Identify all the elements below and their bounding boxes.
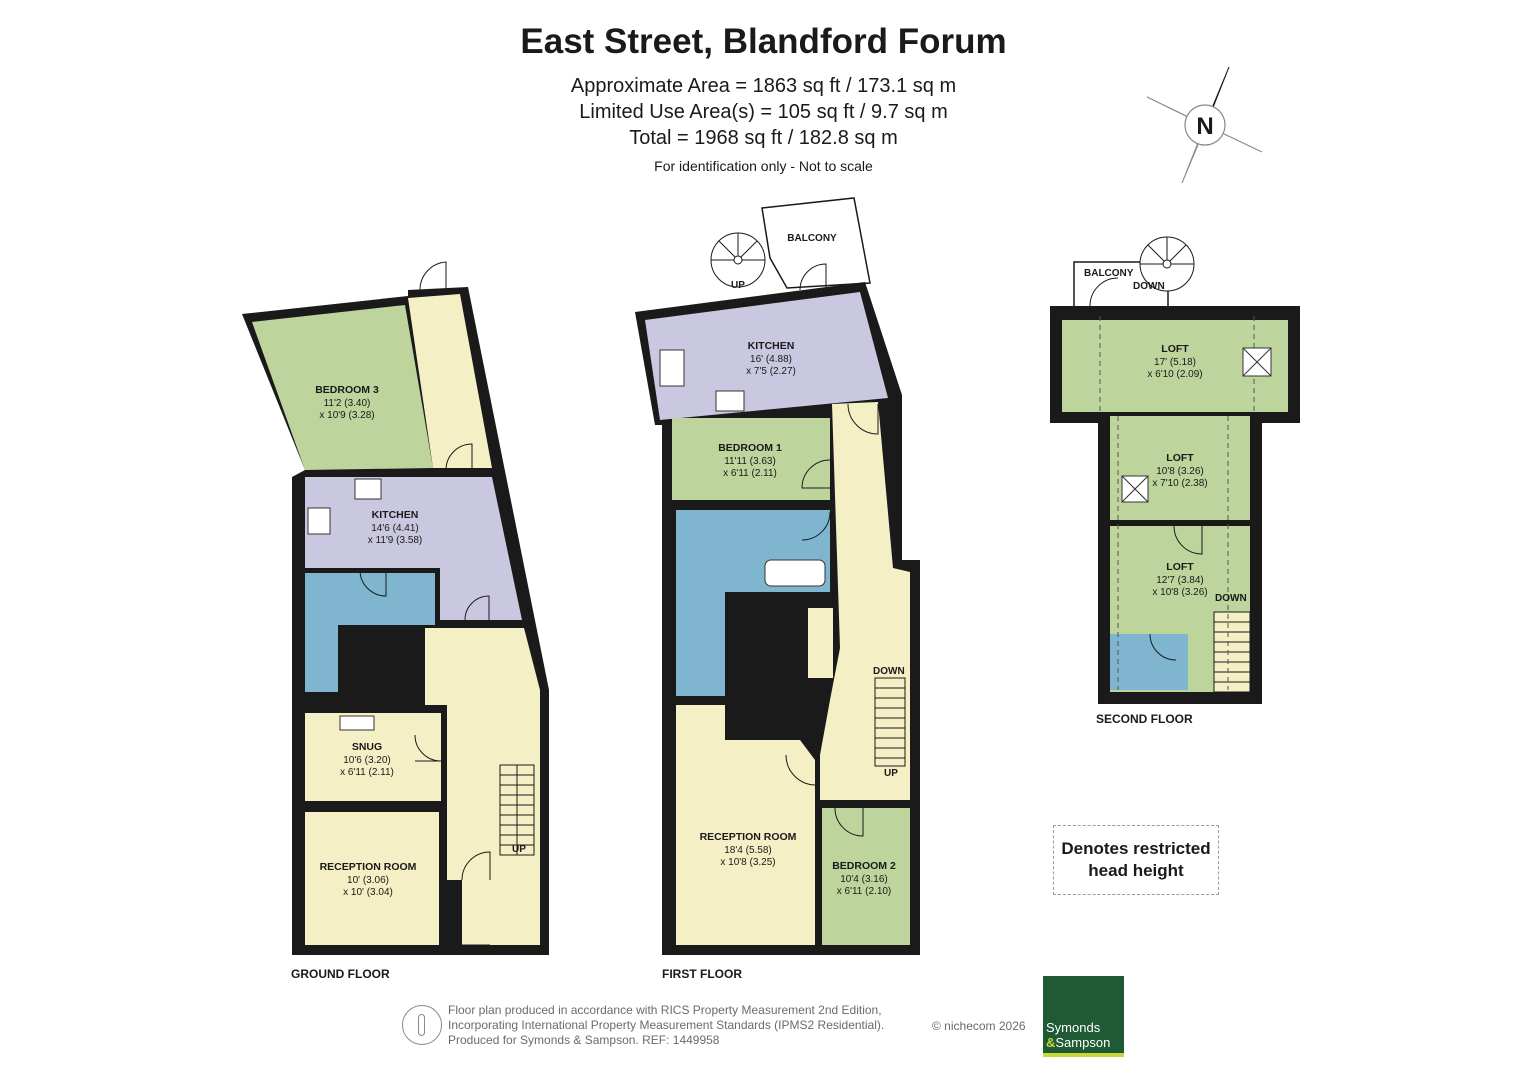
label-ground-kitchen: KITCHEN (372, 509, 419, 521)
dim-bedroom-3-a: 11'2 (3.40) (324, 398, 371, 409)
approximate-area: Approximate Area = 1863 sq ft / 173.1 sq… (570, 75, 957, 97)
dim-first-kitchen-a: 16' (4.88) (750, 354, 792, 365)
first-stair-down: DOWN (873, 666, 905, 677)
label-bedroom-3: BEDROOM 3 (315, 384, 379, 396)
person-icon (402, 1005, 442, 1045)
footer-line-2: Incorporating International Property Mea… (448, 1018, 885, 1032)
room-ground-reception (305, 812, 439, 945)
dim-snug-a: 10'6 (3.20) (343, 755, 391, 766)
dim-loft-3-b: x 10'8 (3.26) (1152, 587, 1207, 598)
dim-loft-1-a: 17' (5.18) (1154, 357, 1196, 368)
plan-title: East Street, Blandford Forum (520, 22, 1007, 61)
copyright-text: © nichecom 2026 (932, 1019, 1026, 1033)
dim-loft-2-b: x 7'10 (2.38) (1152, 478, 1207, 489)
room-first-bathroom (676, 510, 830, 696)
total-area: Total = 1968 sq ft / 182.8 sq m (629, 127, 898, 149)
room-first-corridor (820, 402, 910, 800)
label-first-kitchen: KITCHEN (748, 340, 795, 352)
logo-ampersand: & (1046, 1035, 1056, 1050)
room-bedroom-2 (822, 808, 910, 945)
footer-line-3: Produced for Symonds & Sampson. REF: 144… (448, 1033, 720, 1047)
second-stair-down: DOWN (1215, 593, 1247, 604)
legend-line-2: head height (1088, 861, 1184, 880)
dim-loft-3-a: 12'7 (3.84) (1156, 575, 1204, 586)
room-loft-2 (1110, 416, 1250, 520)
symonds-sampson-logo: Symonds &Sampson (1043, 976, 1124, 1057)
room-ground-kitchen (305, 477, 522, 620)
dim-ground-reception-a: 10' (3.06) (347, 875, 389, 886)
compass-north-label: N (1196, 113, 1213, 140)
room-first-kitchen (645, 292, 888, 420)
label-bedroom-2: BEDROOM 2 (832, 860, 896, 872)
label-bedroom-1: BEDROOM 1 (718, 442, 782, 454)
first-stair-up-top: UP (731, 280, 745, 291)
restricted-height-legend: Denotes restricted head height (1053, 825, 1219, 895)
dim-first-kitchen-b: x 7'5 (2.27) (746, 366, 796, 377)
dim-bedroom-1-a: 11'11 (3.63) (724, 456, 776, 467)
second-floor-label: SECOND FLOOR (1096, 712, 1193, 726)
dim-ground-kitchen-b: x 11'9 (3.58) (368, 535, 423, 546)
dim-loft-2-a: 10'8 (3.26) (1156, 466, 1204, 477)
ground-stair-up: UP (512, 844, 526, 855)
second-balcony-label: BALCONY (1084, 268, 1134, 279)
ground-floor-label: GROUND FLOOR (291, 967, 390, 981)
footer-text: Floor plan produced in accordance with R… (448, 1003, 884, 1048)
dim-snug-b: x 6'11 (2.11) (340, 767, 394, 778)
dim-bedroom-2-b: x 6'11 (2.10) (837, 886, 892, 897)
room-first-reception (676, 705, 815, 945)
spiral-stair-icon (710, 232, 766, 288)
dim-first-reception-b: x 10'8 (3.25) (720, 857, 775, 868)
dim-bedroom-1-b: x 6'11 (2.11) (723, 468, 777, 479)
compass-icon: N (1146, 66, 1263, 184)
second-floor-plan: BALCONY DOWN (1050, 236, 1300, 726)
second-spiral-stair-icon (1139, 236, 1195, 292)
room-bedroom-1 (672, 418, 830, 500)
room-ground-bathroom (305, 573, 435, 625)
legend-line-1: Denotes restricted (1061, 839, 1211, 858)
first-floor-plan: BALCONY UP (635, 197, 920, 981)
label-first-reception: RECEPTION ROOM (700, 831, 797, 843)
first-balcony-label: BALCONY (787, 233, 837, 244)
scale-note: For identification only - Not to scale (654, 158, 873, 174)
dim-bedroom-3-b: x 10'9 (3.28) (319, 410, 374, 421)
dim-first-reception-a: 18'4 (5.58) (724, 845, 772, 856)
label-loft-2: LOFT (1166, 452, 1194, 464)
room-bedroom-3 (252, 305, 433, 470)
label-ground-reception: RECEPTION ROOM (320, 861, 417, 873)
first-floor-label: FIRST FLOOR (662, 967, 742, 981)
dim-ground-reception-b: x 10' (3.04) (343, 887, 393, 898)
dim-bedroom-2-a: 10'4 (3.16) (840, 874, 888, 885)
label-snug: SNUG (352, 741, 382, 753)
logo-line-2: Sampson (1055, 1035, 1111, 1050)
label-loft-1: LOFT (1161, 343, 1189, 355)
footer-line-1: Floor plan produced in accordance with R… (448, 1003, 882, 1017)
ground-floor-plan: BEDROOM 3 KITCHEN SNUG RECEPTION ROOM 11… (242, 261, 549, 981)
dim-ground-kitchen-a: 14'6 (4.41) (371, 523, 419, 534)
limited-use-area: Limited Use Area(s) = 105 sq ft / 9.7 sq… (579, 101, 948, 123)
dim-loft-1-b: x 6'10 (2.09) (1147, 369, 1202, 380)
logo-line-1: Symonds (1046, 1020, 1101, 1035)
room-second-wc (1110, 634, 1188, 690)
label-loft-3: LOFT (1166, 561, 1194, 573)
second-balcony-down: DOWN (1133, 281, 1165, 292)
room-ground-hall (425, 628, 540, 945)
first-stair-up: UP (884, 768, 898, 779)
